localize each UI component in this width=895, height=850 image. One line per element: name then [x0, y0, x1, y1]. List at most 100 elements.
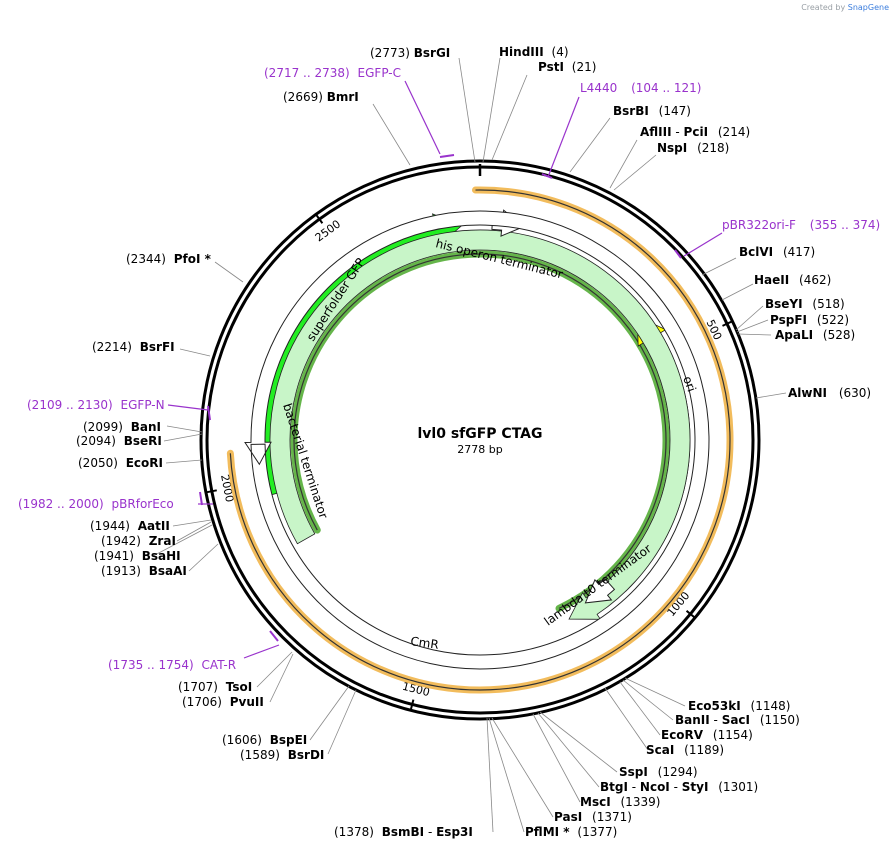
orange-band-core: [229, 189, 731, 691]
svg-text:(2109 .. 2130) EGFP-N: (2109 .. 2130) EGFP-N: [27, 398, 165, 412]
ruler-tick-500: [722, 320, 732, 327]
ori-label: ori: [680, 374, 698, 393]
svg-text:ApaLI (528): ApaLI (528): [775, 328, 855, 342]
svg-text:AlwNI (630): AlwNI (630): [788, 386, 871, 400]
primer-egfp-n: EGFP-N: [121, 398, 165, 412]
credit-prefix: Created by: [801, 3, 846, 12]
cmr-label: CmR: [410, 634, 440, 652]
svg-text:BclVI (417): BclVI (417): [739, 245, 815, 259]
primer-pbrforeco-range: (1982 .. 2000): [18, 497, 104, 511]
svg-text:(1941) BsaHI: (1941) BsaHI: [94, 549, 181, 563]
enzyme-ecori: EcoRI: [126, 456, 163, 470]
svg-text:BseYI (518): BseYI (518): [765, 297, 845, 311]
primer-pbrforeco: pBRforEco: [112, 497, 174, 511]
enzyme-bani: BanI: [131, 420, 161, 434]
svg-text:HindIII (4): HindIII (4): [499, 45, 569, 59]
enzyme-bsmbi: BsmBI: [382, 825, 424, 839]
enzyme-afliii: AflIII: [640, 125, 672, 139]
enzyme-pcii: PciI: [684, 125, 709, 139]
svg-text:(1378) BsmBI - Esp3I: (1378) BsmBI - Esp3I: [334, 825, 473, 839]
enzyme-bclvi: BclVI: [739, 245, 773, 259]
svg-text:(1735 .. 1754) CAT-R: (1735 .. 1754) CAT-R: [108, 658, 236, 672]
svg-text:PspFI (522): PspFI (522): [770, 313, 849, 327]
plasmid-length: 2778 bp: [457, 443, 502, 456]
enzyme-saci: SacI: [722, 713, 750, 727]
primer-labels: (2717 .. 2738) EGFP-C L4440 (104 .. 121)…: [18, 66, 880, 672]
svg-text:(1707) TsoI: (1707) TsoI: [178, 680, 252, 694]
primer-cat-r-range: (1735 .. 1754): [108, 658, 194, 672]
primer-egfp-n-range: (2109 .. 2130): [27, 398, 113, 412]
svg-text:(2094) BseRI: (2094) BseRI: [76, 434, 162, 448]
svg-text:(2214) BsrFI: (2214) BsrFI: [92, 340, 175, 354]
svg-text:NspI (218): NspI (218): [657, 141, 729, 155]
enzyme-haeii: HaeII: [754, 273, 789, 287]
enzyme-pfoi: PfoI *: [174, 252, 212, 266]
svg-text:(2717 .. 2738) EGFP-C: (2717 .. 2738) EGFP-C: [264, 66, 401, 80]
enzyme-hindiii: HindIII: [499, 45, 544, 59]
highlight-bands: [226, 186, 734, 694]
svg-text:(2099) BanI: (2099) BanI: [83, 420, 161, 434]
enzyme-psti: PstI: [538, 60, 564, 74]
enzyme-ecorv: EcoRV: [661, 728, 704, 742]
bacterial-terminator-arrow[interactable]: [244, 210, 710, 670]
enzyme-esp3i: Esp3I: [436, 825, 473, 839]
enzyme-aatii: AatII: [138, 519, 170, 533]
cmr-arrow[interactable]: [269, 229, 691, 620]
enzyme-bspei: BspEI: [270, 733, 308, 747]
svg-text:(2773) BsrGI: (2773) BsrGI: [370, 46, 450, 60]
enzyme-pspfi: PspFI: [770, 313, 807, 327]
primer-l4440-range: (104 .. 121): [631, 81, 701, 95]
enzyme-bseri: BseRI: [124, 434, 162, 448]
enzyme-bsrdi: BsrDI: [288, 748, 325, 762]
enzyme-sspi: SspI: [619, 765, 648, 779]
primer-cat-r: CAT-R: [202, 658, 237, 672]
svg-text:EcoRV (1154): EcoRV (1154): [661, 728, 753, 742]
enzyme-nspi: NspI: [657, 141, 687, 155]
enzyme-msci: MscI: [580, 795, 611, 809]
ruler-tick-2000: [206, 489, 217, 494]
ruler-tick-1000: [685, 610, 695, 618]
svg-text:PflMI * (1377): PflMI * (1377): [525, 825, 617, 839]
primer-l4440: L4440: [580, 81, 617, 95]
enzyme-pasi: PasI: [554, 810, 582, 824]
svg-text:BtgI - NcoI - StyI (1301): BtgI - NcoI - StyI (1301): [600, 780, 758, 794]
enzyme-pvuii: PvuII: [230, 695, 264, 709]
svg-text:BanII - SacI (1150): BanII - SacI (1150): [675, 713, 800, 727]
primer-egfp-c: EGFP-C: [358, 66, 401, 80]
ruler-tick-1500: [409, 699, 415, 710]
enzyme-bsrgi-pos: (2773): [370, 46, 410, 60]
plasmid-name: lvl0 sfGFP CTAG: [417, 426, 542, 442]
primer-pbr322ori-f-range: (355 .. 374): [810, 218, 880, 232]
lambda-t0-terminator-arrow[interactable]: [584, 578, 616, 604]
enzyme-bsrbi: BsrBI: [613, 104, 649, 118]
enzyme-tsoi: TsoI: [226, 680, 252, 694]
enzyme-bsrgi: BsrGI: [414, 46, 451, 60]
green-band-core: [293, 253, 667, 609]
enzyme-bsrfi: BsrFI: [140, 340, 175, 354]
primer-marks: [199, 154, 682, 642]
svg-text:MscI (1339): MscI (1339): [580, 795, 660, 809]
enzyme-eco53ki: Eco53kI: [688, 699, 741, 713]
svg-text:(1589) BsrDI: (1589) BsrDI: [240, 748, 324, 762]
enzyme-banii: BanII: [675, 713, 710, 727]
snapgene-logo: SnapGene: [847, 3, 889, 12]
primer-pbr322ori-f: pBR322ori-F: [722, 218, 796, 232]
enzyme-bsaai: BsaAI: [149, 564, 187, 578]
enzyme-scai: ScaI: [646, 743, 674, 757]
enzyme-bmri: BmrI: [327, 90, 359, 104]
svg-text:AflIII - PciI (214): AflIII - PciI (214): [640, 125, 750, 139]
enzyme-styi: StyI: [682, 780, 709, 794]
svg-text:ScaI (1189): ScaI (1189): [646, 743, 724, 757]
enzyme-pflmi: PflMI *: [525, 825, 570, 839]
svg-text:PasI (1371): PasI (1371): [554, 810, 632, 824]
svg-text:Eco53kI (1148): Eco53kI (1148): [688, 699, 790, 713]
svg-text:L4440 (104 .. 121): L4440 (104 .. 121): [580, 81, 702, 95]
svg-text:BsrBI (147): BsrBI (147): [613, 104, 691, 118]
enzyme-labels: (2773) BsrGI HindIII (4) PstI (21) (2669…: [76, 45, 871, 839]
svg-text:SspI (1294): SspI (1294): [619, 765, 698, 779]
svg-text:(2050) EcoRI: (2050) EcoRI: [78, 456, 163, 470]
svg-text:(1706) PvuII: (1706) PvuII: [182, 695, 264, 709]
svg-text:(1606) BspEI: (1606) BspEI: [222, 733, 307, 747]
label-connectors: [152, 57, 787, 833]
